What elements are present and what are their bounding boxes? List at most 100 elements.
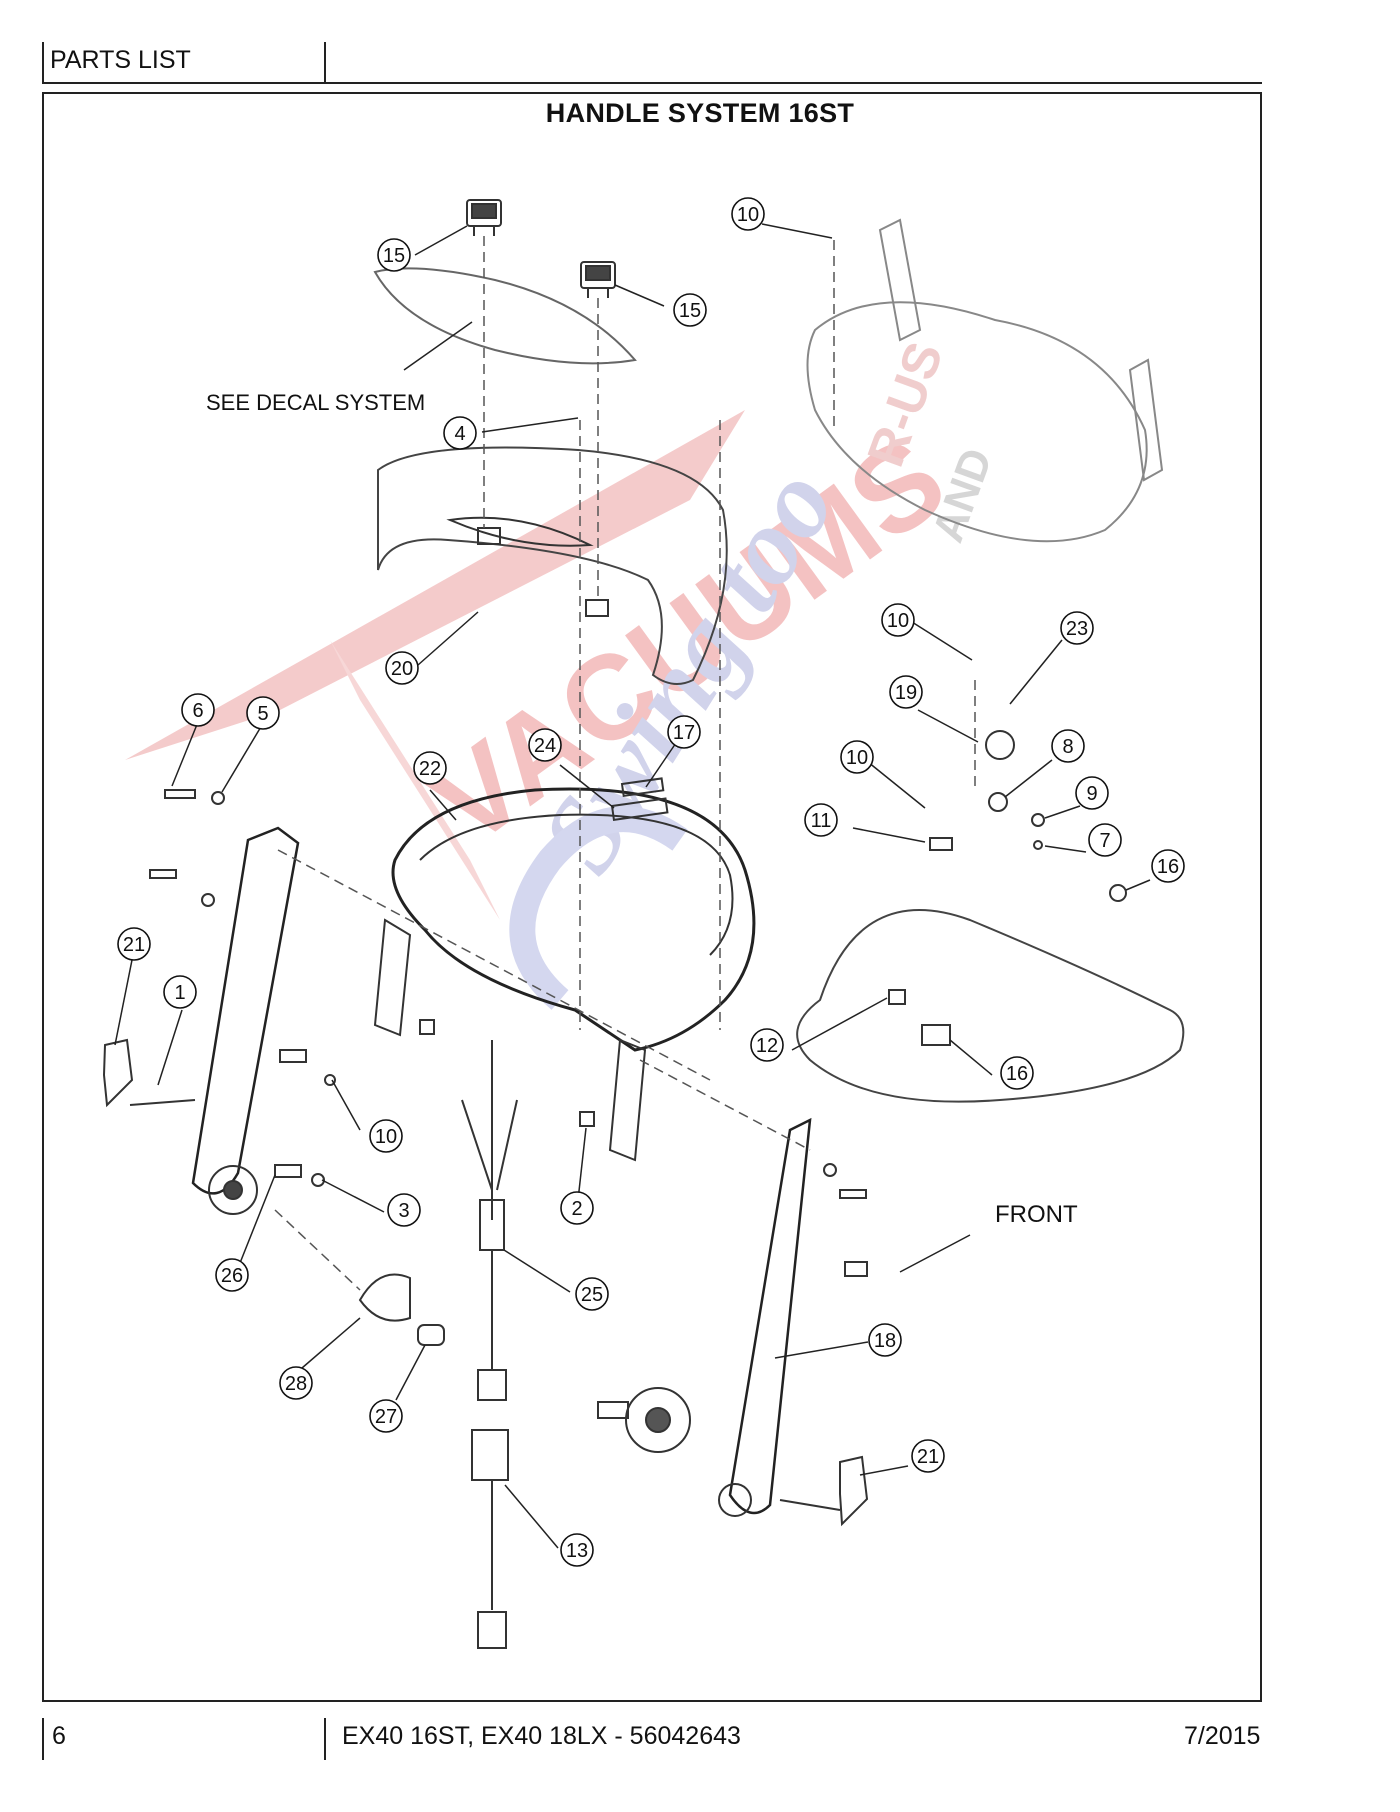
lower-base-housing xyxy=(796,909,1185,1103)
diagram-title: HANDLE SYSTEM 16ST xyxy=(545,98,855,128)
callout-number: 24 xyxy=(534,735,556,757)
part-24 xyxy=(610,797,669,821)
callout-circle xyxy=(673,293,707,327)
callout-number: 11 xyxy=(811,810,832,832)
callout-circle xyxy=(377,238,411,272)
cord-plug-lower xyxy=(477,1611,507,1649)
washer-right xyxy=(823,1163,837,1177)
callout-18: 18 xyxy=(868,1323,902,1357)
callout-number: 7 xyxy=(1099,830,1110,852)
part-16-plug xyxy=(1109,884,1127,902)
callout-number: 21 xyxy=(917,1446,939,1468)
callout-number: 20 xyxy=(391,658,413,680)
callout-number: 19 xyxy=(895,682,917,704)
part-12-block xyxy=(888,989,906,1005)
bolt-6 xyxy=(164,789,196,799)
callout-7: 7 xyxy=(1088,823,1122,857)
washer-5 xyxy=(211,791,225,805)
callout-circle xyxy=(528,728,562,762)
part-19-plate xyxy=(985,730,1015,760)
upper-housing xyxy=(806,301,1148,543)
upper-housing-post-left xyxy=(878,218,922,342)
callout-circle xyxy=(1151,849,1185,883)
callout-6: 6 xyxy=(181,693,215,727)
callout-circle xyxy=(443,416,477,450)
callout-circle xyxy=(804,803,838,837)
nut-3 xyxy=(311,1173,325,1187)
handle-frame-inner xyxy=(419,813,734,956)
callout-17: 17 xyxy=(667,715,701,749)
watermark-swoosh xyxy=(125,410,745,760)
footer-page-cell xyxy=(42,1718,326,1760)
callout-number: 27 xyxy=(375,1406,397,1428)
washer-upper-left xyxy=(201,893,215,907)
watermark-rus: R-US xyxy=(857,335,955,474)
callout-circle xyxy=(279,1366,313,1400)
part-2 xyxy=(579,1111,595,1127)
callout-circle xyxy=(560,1191,594,1225)
callout-20: 20 xyxy=(385,651,419,685)
callout-number: 3 xyxy=(398,1200,409,1222)
callout-number: 10 xyxy=(846,747,868,769)
callout-11: 11 xyxy=(804,803,838,837)
callout-number: 10 xyxy=(375,1126,397,1148)
callout-number: 10 xyxy=(737,204,759,226)
callout-16: 16 xyxy=(1151,849,1185,883)
header-rule xyxy=(42,82,1262,84)
part-11-clip xyxy=(929,837,953,851)
nut-center xyxy=(419,1019,435,1035)
callout-circle xyxy=(868,1323,902,1357)
callout-circle xyxy=(163,975,197,1009)
diagram-frame xyxy=(42,92,1262,1702)
callout-21: 21 xyxy=(911,1439,945,1473)
watermark-s-curve xyxy=(509,806,688,1010)
callout-circle xyxy=(385,651,419,685)
rocker-switch-left xyxy=(466,199,502,236)
part-7-washer xyxy=(1033,840,1043,850)
callout-12: 12 xyxy=(750,1028,784,1062)
callout-27: 27 xyxy=(369,1399,403,1433)
left-pedal xyxy=(102,1038,134,1108)
fasteners xyxy=(149,730,1127,1277)
callout-15: 15 xyxy=(673,293,707,327)
cover-slot xyxy=(446,516,594,547)
callout-circle xyxy=(246,696,280,730)
callout-number: 25 xyxy=(581,1284,603,1306)
left-tube-hub xyxy=(223,1180,243,1200)
lower-gear xyxy=(625,1387,691,1453)
decal-system-note: SEE DECAL SYSTEM xyxy=(206,390,425,415)
nut-10 xyxy=(324,1074,336,1086)
callout-number: 23 xyxy=(1066,618,1088,640)
footer-model: EX40 16ST, EX40 18LX - 56042643 xyxy=(342,1722,741,1750)
callout-circle xyxy=(1075,776,1109,810)
callout-circle xyxy=(1000,1056,1034,1090)
leader-lines xyxy=(114,223,1151,1549)
callout-15: 15 xyxy=(377,238,411,272)
bolt-right-lower xyxy=(839,1189,867,1199)
callout-circle xyxy=(560,1533,594,1567)
bolt-right-lower-2 xyxy=(844,1261,868,1277)
callout-number: 4 xyxy=(454,423,465,445)
callout-circle xyxy=(117,927,151,961)
right-tube-wheel xyxy=(718,1483,752,1517)
part-16-switch xyxy=(921,1024,951,1046)
decal-panel xyxy=(373,267,637,365)
callout-22: 22 xyxy=(413,751,447,785)
footer-page-number: 6 xyxy=(52,1722,66,1750)
callout-1: 1 xyxy=(163,975,197,1009)
watermark: VACUUMS R-US AND Swing too xyxy=(125,335,1002,1010)
right-handle-tube xyxy=(728,1117,812,1515)
callout-number: 9 xyxy=(1086,783,1097,805)
upper-housing-post-right xyxy=(1128,358,1164,482)
cord-plug-upper xyxy=(477,1369,507,1401)
callout-number: 12 xyxy=(756,1035,778,1057)
callout-circle xyxy=(369,1399,403,1433)
callout-number: 15 xyxy=(679,300,701,322)
callout-3: 3 xyxy=(387,1193,421,1227)
callout-25: 25 xyxy=(575,1277,609,1311)
bracket-26 xyxy=(274,1164,302,1178)
part-17 xyxy=(620,777,665,798)
parts xyxy=(102,199,1185,1649)
cover-switch-hole-2 xyxy=(585,599,609,617)
callout-circle xyxy=(911,1439,945,1473)
